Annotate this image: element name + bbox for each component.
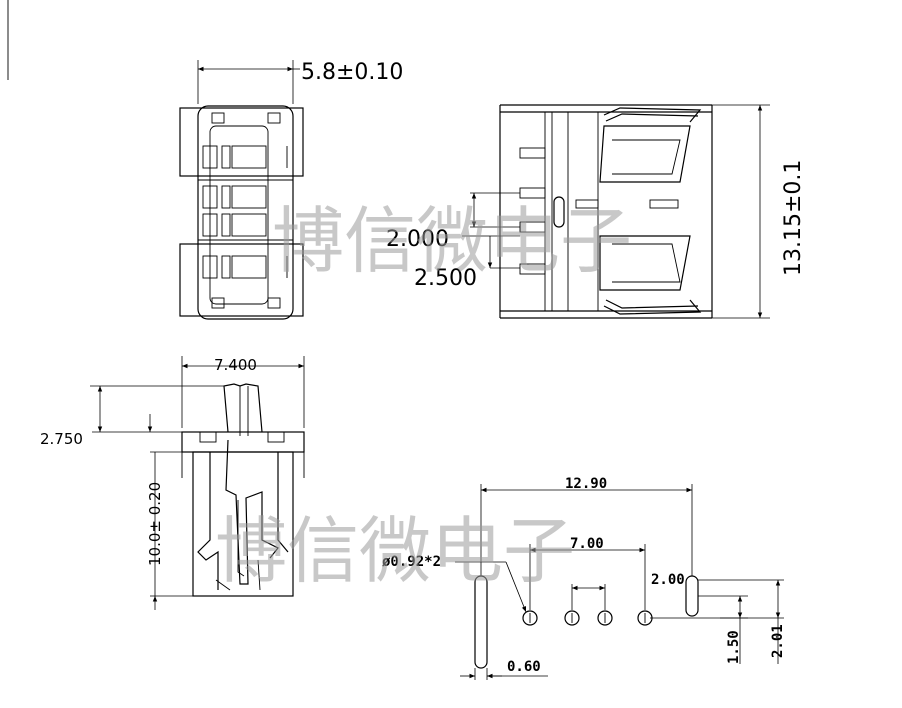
dim-label-pcb-hole: ø0.92*2 <box>382 554 441 570</box>
dim-pitch <box>462 192 520 269</box>
dim-end <box>90 356 305 610</box>
dim-front-width <box>197 60 300 104</box>
dim-label-pcb-total: 12.90 <box>565 476 607 492</box>
watermark-top: 博信微电子 <box>272 199 632 283</box>
end-view <box>181 383 305 597</box>
dim-label-pcb-offset: 2.00 <box>651 572 685 588</box>
dim-label-pcb-row-b: 2.01 <box>770 624 786 658</box>
dim-label-height: 13.15±0.1 <box>781 160 806 276</box>
dim-pcb <box>455 484 784 680</box>
front-view <box>179 105 304 320</box>
dim-label-pcb-row-a: 1.50 <box>726 630 742 664</box>
watermark-bottom: 博信微电子 <box>215 509 575 593</box>
dim-side-height <box>712 104 770 319</box>
dim-label-width: 5.8±0.10 <box>301 60 403 85</box>
dim-label-pitch-a: 2.000 <box>386 227 449 252</box>
dim-label-side-offset: 2.750 <box>40 430 83 448</box>
dim-label-side-width: 7.400 <box>214 356 257 374</box>
dim-label-pitch-b: 2.500 <box>414 266 477 291</box>
side-view <box>499 104 713 319</box>
dim-label-pcb-slot: 0.60 <box>507 659 541 675</box>
dim-label-pcb-span: 7.00 <box>570 536 604 552</box>
dim-label-side-height: 10.0± 0.20 <box>146 482 164 566</box>
